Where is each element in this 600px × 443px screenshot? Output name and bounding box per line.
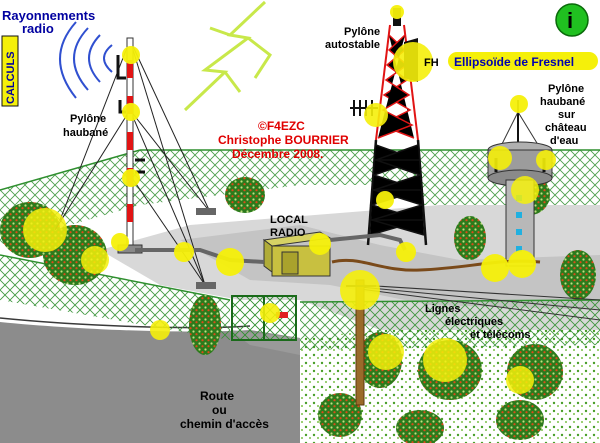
hotspot-utility-entry[interactable] bbox=[481, 254, 509, 282]
fh-label: FH bbox=[424, 57, 439, 69]
hotspot-tower-base[interactable] bbox=[396, 242, 416, 262]
hotspot-water-right[interactable] bbox=[536, 150, 556, 170]
credits: ©F4EZC Christophe BOURRIER Décembre 2008… bbox=[218, 119, 349, 161]
chateau-label-2: haubané bbox=[540, 96, 585, 108]
hotspot-guy-anchor[interactable] bbox=[174, 242, 194, 262]
hotspot-shelter-feed[interactable] bbox=[309, 233, 331, 255]
road-labels: Route ou chemin d'accès bbox=[180, 389, 269, 431]
autostable-label-1: Pylône bbox=[344, 26, 380, 38]
calculs-button[interactable]: CALCULS bbox=[1, 35, 19, 107]
info-icon bbox=[555, 3, 589, 37]
hotspot-road[interactable] bbox=[150, 320, 170, 340]
hotspot-tower-mid[interactable] bbox=[376, 191, 394, 209]
hotspot-grass-1[interactable] bbox=[368, 334, 404, 370]
hotspot-pole-top[interactable] bbox=[340, 270, 380, 310]
hotspot-mast-mid[interactable] bbox=[122, 169, 140, 187]
local-radio-labels: LOCAL RADIO bbox=[270, 214, 308, 239]
guyed-mast-label-1: Pylône bbox=[70, 113, 106, 125]
hotspot-fh-dish[interactable] bbox=[393, 42, 433, 82]
lignes-label-3: et télécoms bbox=[470, 329, 531, 341]
access-road bbox=[0, 290, 300, 443]
fresnel-ellipsoid[interactable]: Ellipsoïde de Fresnel bbox=[448, 52, 598, 70]
guyed-mast-label-2: haubané bbox=[63, 127, 108, 139]
lignes-label-2: électriques bbox=[445, 316, 503, 328]
hotspot-gate[interactable] bbox=[260, 303, 280, 323]
credits-line-1: ©F4EZC bbox=[258, 119, 305, 133]
local-label: LOCAL bbox=[270, 214, 308, 226]
fresnel-label: Ellipsoïde de Fresnel bbox=[454, 55, 574, 69]
chateau-label-3: sur bbox=[558, 109, 576, 121]
hotspot-mast-base[interactable] bbox=[111, 233, 129, 251]
info-button[interactable]: i bbox=[555, 3, 589, 37]
radio-label: radio bbox=[22, 21, 54, 36]
lines-labels: Lignes électriques et télécoms bbox=[425, 303, 531, 341]
anchor-blocks bbox=[196, 208, 216, 289]
hotspot-mast-antenna[interactable] bbox=[122, 103, 140, 121]
radio-waves bbox=[59, 21, 113, 99]
lightning-icon bbox=[183, 0, 273, 112]
hotspot-grass-2[interactable] bbox=[423, 338, 467, 382]
chateau-label-5: d'eau bbox=[550, 135, 578, 147]
route-label-2: ou bbox=[212, 403, 227, 417]
hotspot-mast-top[interactable] bbox=[122, 46, 140, 64]
route-label-3: chemin d'accès bbox=[180, 417, 269, 431]
autostable-label-2: autostable bbox=[325, 39, 380, 51]
hotspot-tower-top[interactable] bbox=[390, 5, 404, 19]
water-tower-labels: Pylône haubané sur château d'eau bbox=[540, 83, 587, 147]
hotspot-water-bush[interactable] bbox=[511, 176, 539, 204]
hotspot-water-left[interactable] bbox=[488, 146, 512, 170]
hotspot-bush-left[interactable] bbox=[23, 208, 67, 252]
hotspots bbox=[23, 5, 556, 394]
guyed-mast[interactable] bbox=[54, 37, 211, 286]
chateau-label-1: Pylône bbox=[548, 83, 584, 95]
credits-line-2: Christophe BOURRIER bbox=[218, 133, 349, 147]
hotspot-water-top[interactable] bbox=[510, 95, 528, 113]
info-glyph: i bbox=[567, 8, 573, 33]
hotspot-pad[interactable] bbox=[216, 248, 244, 276]
route-label-1: Route bbox=[200, 389, 234, 403]
calculs-label: CALCULS bbox=[5, 51, 17, 104]
hotspot-water-base[interactable] bbox=[508, 250, 536, 278]
radio-shelter-label: RADIO bbox=[270, 227, 306, 239]
labels: Rayonnements radio Pylône haubané Pylône… bbox=[2, 8, 439, 139]
hotspot-grass-3[interactable] bbox=[506, 366, 534, 394]
lignes-label-1: Lignes bbox=[425, 303, 460, 315]
chateau-label-4: château bbox=[545, 122, 587, 134]
credits-line-3: Décembre 2008. bbox=[232, 147, 323, 161]
hotspot-bush-left2[interactable] bbox=[81, 246, 109, 274]
hotspot-tower-antenna[interactable] bbox=[364, 103, 388, 127]
rayonnements-label: Rayonnements bbox=[2, 8, 95, 23]
